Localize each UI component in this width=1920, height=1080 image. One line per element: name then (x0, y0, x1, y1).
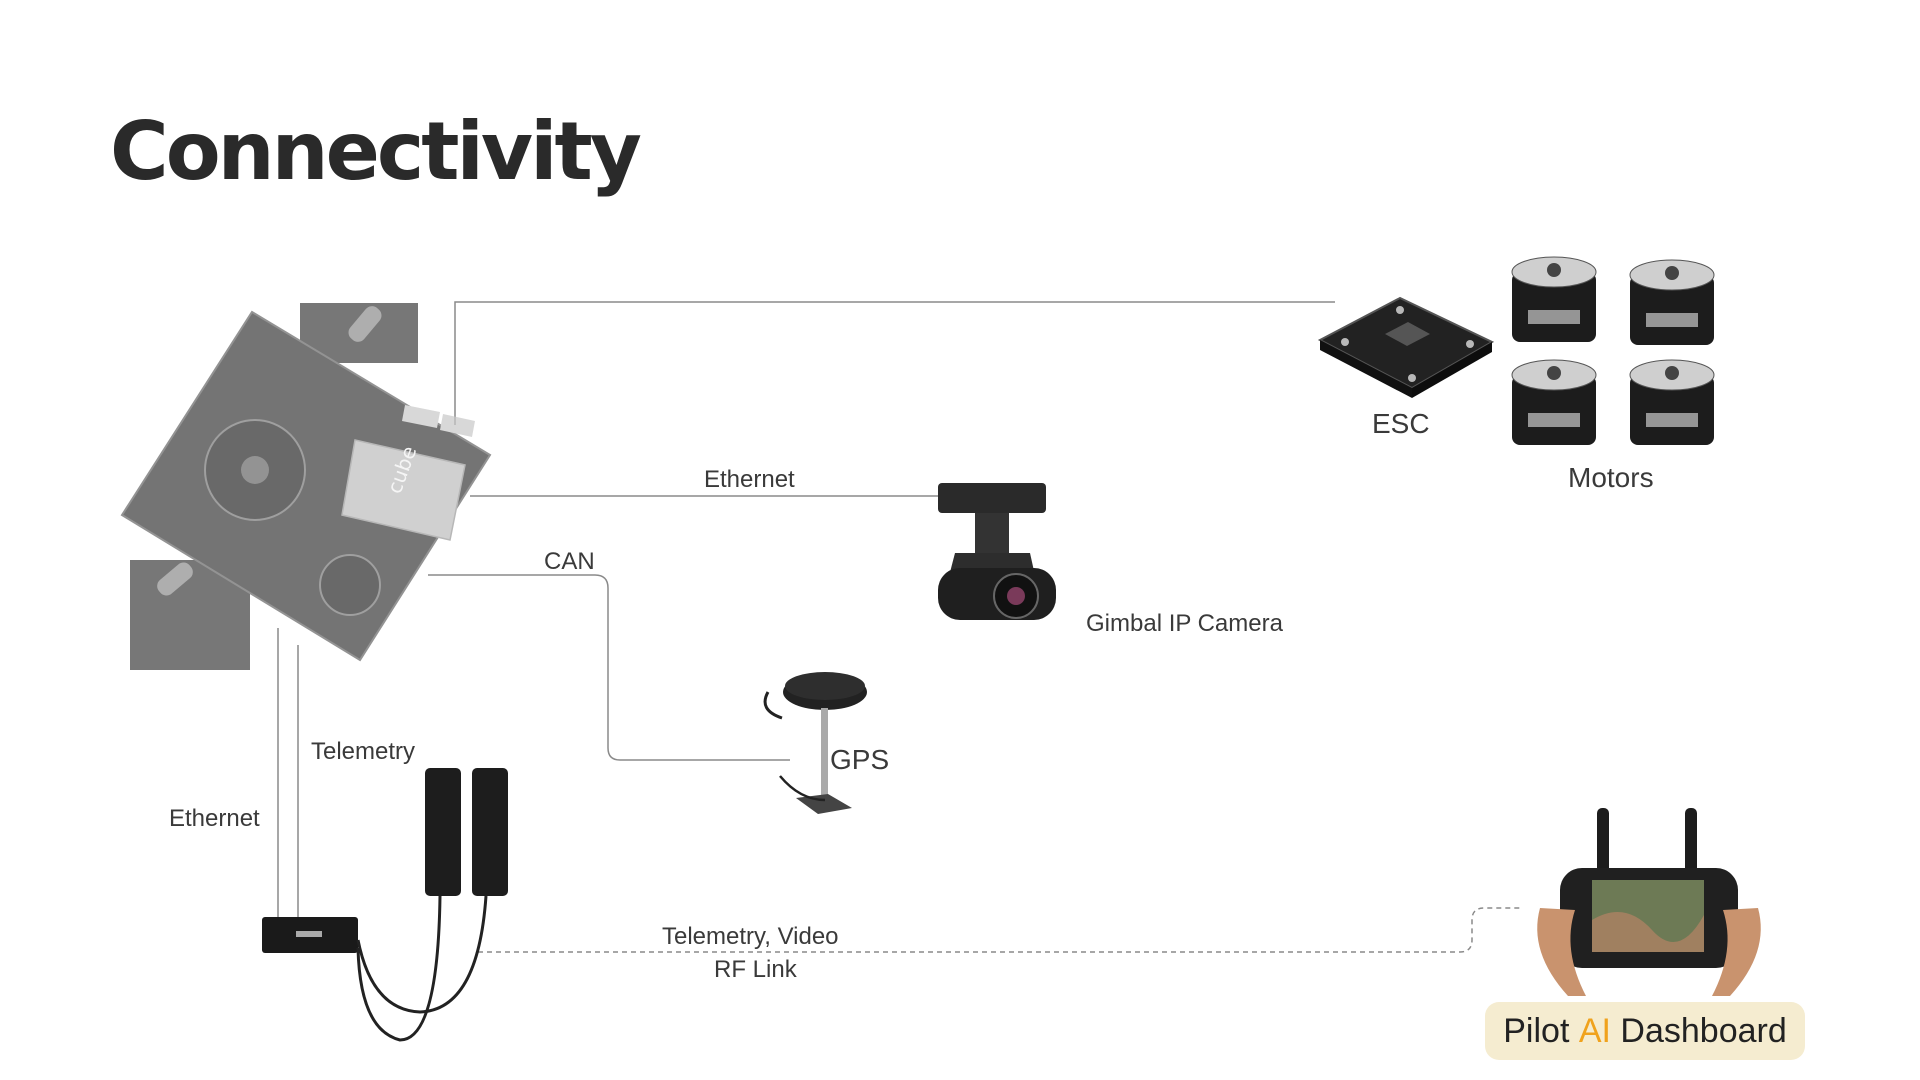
handheld-ground-station-icon (1537, 808, 1761, 996)
page-title: Connectivity (110, 105, 642, 198)
flight-controller-board-icon: cube (120, 303, 492, 670)
can-label: CAN (544, 548, 595, 575)
connection-lines (277, 301, 1522, 953)
gps-label: GPS (830, 744, 890, 775)
ethernet-camera-label: Ethernet (704, 466, 795, 493)
gimbal-camera-label: Gimbal IP Camera (1086, 610, 1283, 637)
pilot-ai-dashboard-badge: Pilot AI Dashboard (1485, 1002, 1805, 1060)
can-gps-line (428, 574, 790, 761)
motor-icon-4 (1629, 359, 1715, 445)
motor-icon-1 (1511, 256, 1597, 342)
rf-link-line (478, 907, 1522, 953)
esc-label: ESC (1372, 408, 1430, 439)
dashboard-label-accent: AI (1578, 1011, 1611, 1050)
radio-module-icon (262, 917, 358, 953)
ethernet-link-label: Ethernet (169, 805, 260, 832)
esc-connection-line (454, 301, 1335, 425)
dashboard-label-part2: Dashboard (1610, 1011, 1787, 1050)
gps-antenna-icon (763, 672, 867, 814)
gimbal-camera-icon (938, 483, 1056, 620)
motor-icon-2 (1629, 259, 1715, 345)
esc-board-icon (1317, 296, 1495, 398)
rf-link-label-line2: RF Link (714, 956, 797, 983)
telemetry-label: Telemetry (311, 738, 416, 765)
dashboard-label-part1: Pilot (1503, 1011, 1579, 1050)
antenna-icon (356, 768, 508, 1042)
motors-label: Motors (1568, 462, 1654, 493)
motor-icon-3 (1511, 359, 1597, 445)
rf-link-label-line1: Telemetry, Video (662, 923, 839, 950)
